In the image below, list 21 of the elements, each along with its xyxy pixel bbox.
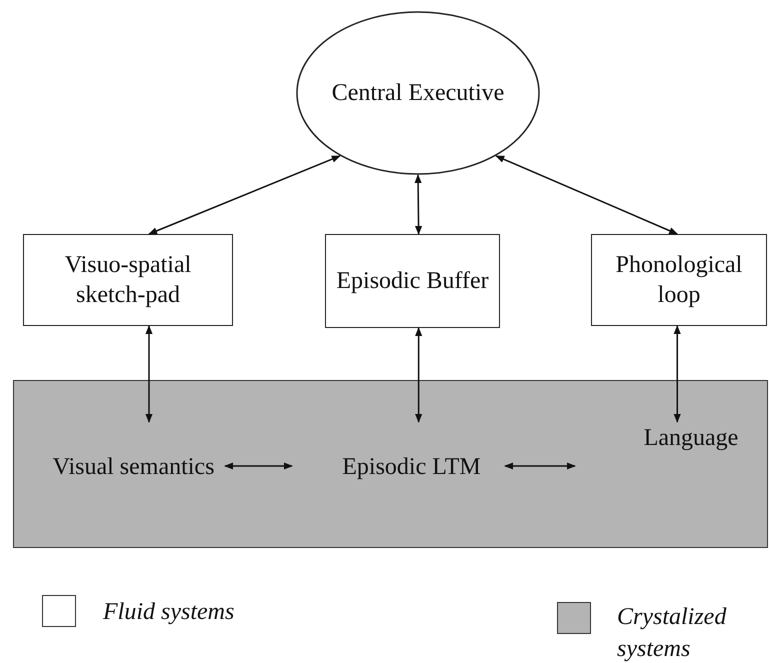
- component-label: Phonological loop: [614, 251, 744, 310]
- legend-label: Crystalized systems: [617, 603, 728, 663]
- double-arrow: [415, 327, 422, 423]
- double-arrow: [414, 174, 422, 235]
- component-box: [591, 234, 767, 326]
- legend-label: Fluid systems: [103, 598, 236, 627]
- memory-label: Episodic LTM: [342, 453, 481, 482]
- memory-label: Language: [644, 424, 738, 453]
- double-arrow: [674, 325, 681, 423]
- component-box: [325, 234, 500, 328]
- component-box: [23, 234, 233, 326]
- double-arrow: [145, 325, 153, 423]
- component-label: Central Executive: [332, 79, 504, 108]
- component-label: Episodic Buffer: [335, 267, 490, 296]
- double-arrow: [495, 155, 678, 235]
- double-arrow: [148, 155, 341, 235]
- memory-label: Visual semantics: [52, 453, 214, 482]
- double-arrow: [224, 462, 293, 470]
- double-arrow: [504, 462, 576, 470]
- memory-band: [13, 380, 768, 548]
- component-label: Visuo-spatial sketch-pad: [64, 251, 192, 310]
